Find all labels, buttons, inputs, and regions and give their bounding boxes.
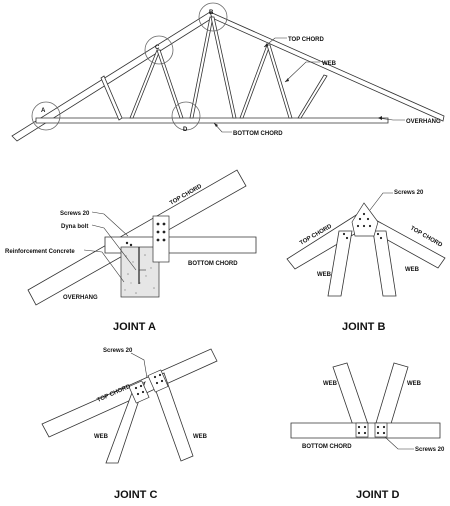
joint-d-plate-right: [374, 422, 388, 438]
leader-overhang: [377, 117, 405, 121]
joint-a-dyna-bolt-label: Dyna bolt: [61, 224, 88, 230]
joint-a-bottom-chord-label: BOTTOM CHORD: [188, 261, 238, 267]
truss-webs: [100, 16, 328, 121]
joint-d-screws-label: Screws 20: [415, 447, 445, 453]
truss-elevation: A C B D TOP CHORD WEB BOTTOM CHORD OVERH…: [11, 2, 445, 142]
joint-b-web-left-label: WEB: [317, 272, 332, 278]
joint-circle-b: [198, 2, 228, 32]
joint-d-web-right-label: WEB: [407, 381, 422, 387]
joint-b-gusset: [351, 202, 379, 237]
joint-letter-c: C: [155, 45, 160, 51]
label-top-chord: TOP CHORD: [288, 37, 324, 43]
joint-circle-d: [171, 101, 201, 131]
joint-b-detail: Screws 20 TOP CHORD TOP CHORD WEB WEB JO…: [286, 190, 446, 333]
joint-c-web-left-label: WEB: [94, 434, 109, 440]
joint-d-leader-screws: [384, 436, 414, 450]
leader-concrete: [83, 249, 125, 283]
label-bottom-chord: BOTTOM CHORD: [233, 131, 283, 137]
joint-b-leader-screws: [369, 192, 393, 211]
joint-c-plate-left: [128, 380, 150, 404]
joint-letter-a: A: [41, 108, 46, 114]
joint-b-screws-label: Screws 20: [394, 190, 424, 196]
joint-circle-a: [31, 101, 61, 131]
label-web: WEB: [322, 61, 337, 67]
joint-c-leader-screws: [130, 352, 148, 379]
leader-dyna-bolt: [91, 224, 137, 271]
leader-top-chord: [263, 37, 287, 48]
joint-b-title: JOINT B: [342, 321, 385, 333]
top-chord-right: [209, 11, 445, 122]
joint-a-concrete-label: Reinforcement Concrete: [5, 249, 75, 255]
joint-a-title: JOINT A: [113, 321, 156, 333]
joint-c-plate-right: [147, 369, 169, 393]
joint-circle-c: [144, 35, 174, 65]
joint-b-web-right-label: WEB: [405, 267, 420, 273]
joint-d-plate-left: [355, 422, 369, 438]
joint-b-web-right: [372, 230, 397, 297]
bottom-chord: [35, 117, 389, 124]
joint-d-web-left-label: WEB: [323, 381, 338, 387]
label-overhang: OVERHANG: [406, 119, 441, 125]
joint-letter-d: D: [183, 127, 188, 133]
joint-d-title: JOINT D: [356, 489, 399, 501]
joint-c-web-right-label: WEB: [193, 434, 208, 440]
joint-d-bottom-chord-label: BOTTOM CHORD: [302, 444, 352, 450]
joint-a-detail: Screws 20 Dyna bolt Reinforcement Concre…: [5, 169, 257, 333]
joint-letter-b: B: [209, 10, 214, 16]
joint-c-detail: Screws 20 TOP CHORD WEB WEB JOINT C: [41, 348, 218, 501]
joint-a-plate: [152, 215, 170, 263]
joint-c-screws-label: Screws 20: [103, 348, 133, 354]
joint-a-screws-label: Screws 20: [60, 211, 90, 217]
joint-b-web-left: [327, 230, 353, 297]
leader-web: [284, 61, 320, 83]
joint-c-title: JOINT C: [114, 489, 157, 501]
leader-screws: [91, 211, 129, 237]
joint-a-overhang-label: OVERHANG: [63, 295, 98, 301]
joint-d-detail: Screws 20 WEB WEB BOTTOM CHORD JOINT D: [290, 362, 445, 501]
